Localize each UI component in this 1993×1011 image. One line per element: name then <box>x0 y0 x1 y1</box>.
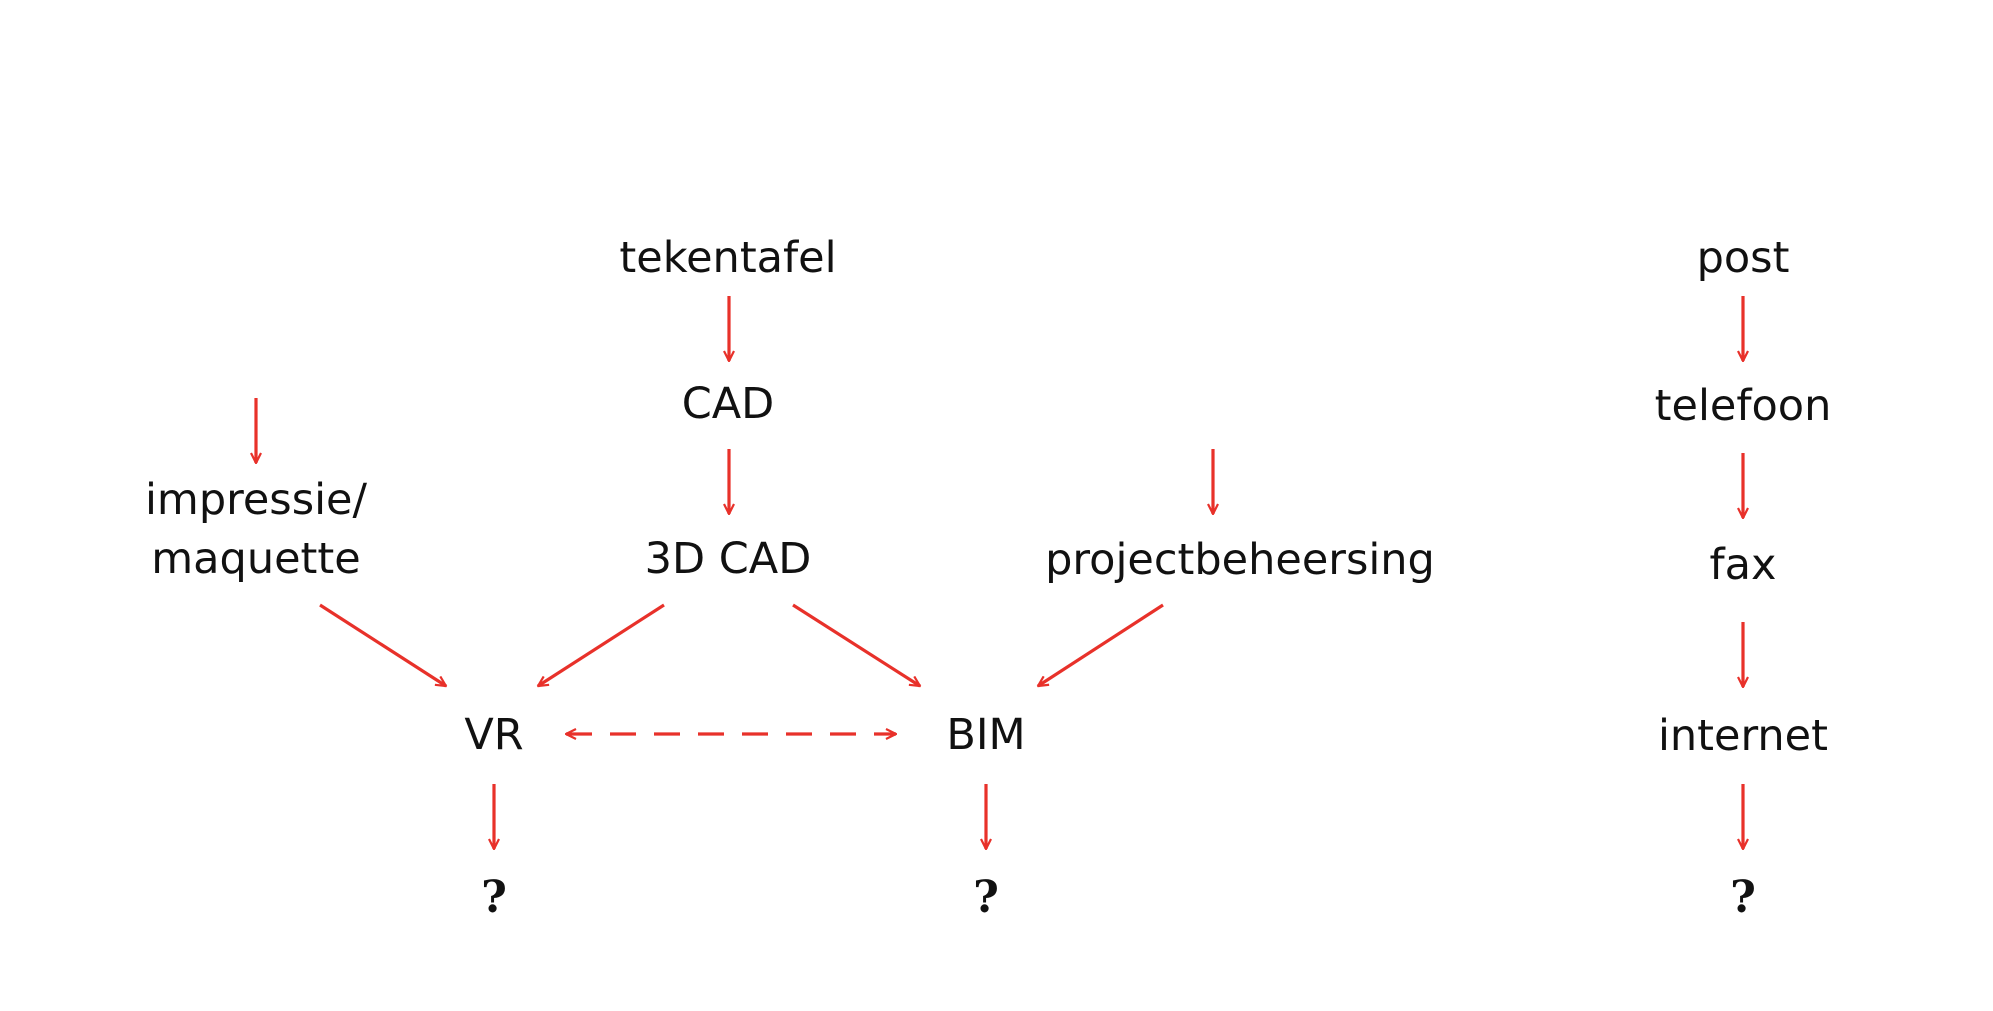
arrow-3d-cad-to-bim <box>792 603 920 688</box>
arrow-projectbeheersing-to-bim <box>1038 603 1164 688</box>
node-telefoon: telefoon <box>1655 381 1832 431</box>
node-impressie-line2: maquette <box>151 534 360 584</box>
node-vr: VR <box>464 710 523 760</box>
node-post: post <box>1697 233 1790 283</box>
node-tekentafel: tekentafel <box>619 233 836 283</box>
node-vr-future: ? <box>481 872 507 923</box>
node-3d-cad: 3D CAD <box>645 534 812 584</box>
node-projectbeheersing: projectbeheersing <box>1045 535 1435 585</box>
node-impressie-line1: impressie/ <box>145 475 368 525</box>
node-internet: internet <box>1658 711 1828 761</box>
node-internet-future: ? <box>1730 872 1756 923</box>
arrow-impressie-to-vr <box>319 603 446 688</box>
node-fax: fax <box>1710 540 1777 590</box>
node-bim-future: ? <box>973 872 999 923</box>
node-cad: CAD <box>682 379 775 429</box>
node-bim: BIM <box>946 710 1025 760</box>
arrow-3d-cad-to-vr <box>538 603 665 688</box>
